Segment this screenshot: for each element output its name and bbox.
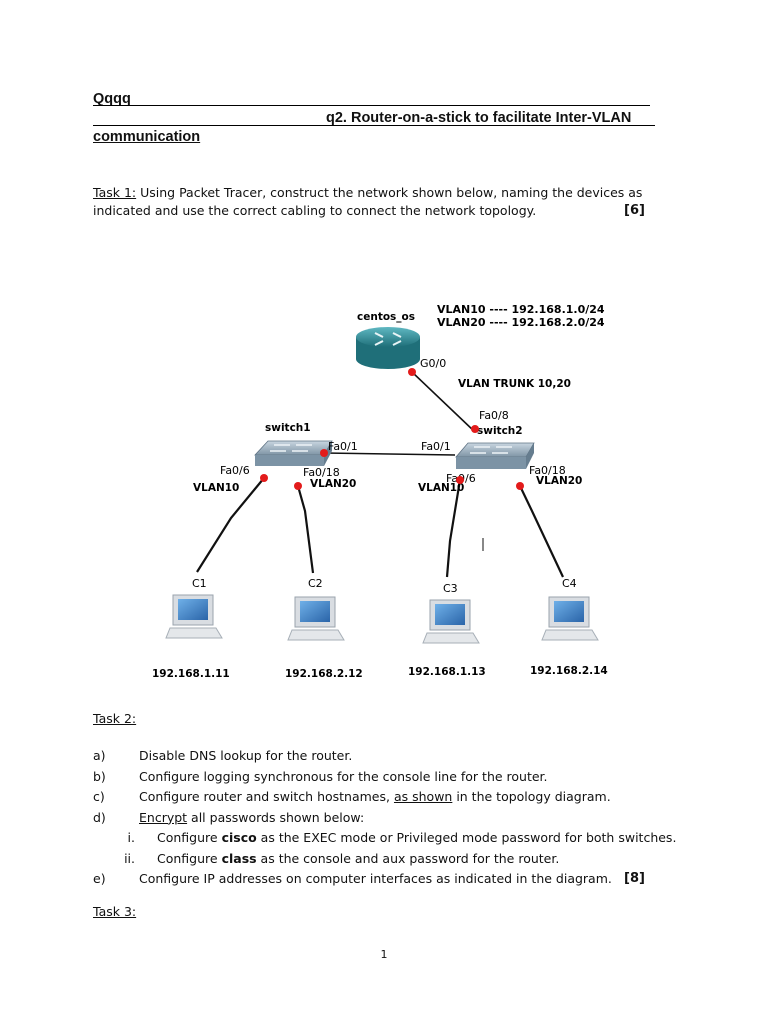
network-topology-diagram: VLAN10 ---- 192.168.1.0/24 VLAN20 ---- 1…: [152, 303, 608, 680]
switch1-vlan-a-label: VLAN10: [193, 482, 239, 494]
port-dots: [260, 368, 524, 490]
link-router-switch2: [411, 371, 476, 433]
text-run: in the topology diagram.: [452, 789, 611, 804]
doc-title-line2: q2. Router-on-a-stick to facilitate Inte…: [326, 110, 632, 126]
task1-marks: [6]: [624, 203, 645, 218]
text-run: Configure router and switch hostnames,: [139, 789, 394, 804]
switch2-trunk-port-label: Fa0/1: [421, 440, 451, 453]
pc-c3-ip: 192.168.1.13: [408, 666, 486, 678]
bold-text: cisco: [221, 830, 257, 845]
port-dot-switch1-trunk: [320, 449, 328, 457]
pc-c1-ip: 192.168.1.11: [152, 668, 230, 680]
pc-c3-name: C3: [443, 582, 458, 595]
text-run: Configure: [157, 830, 222, 845]
port-dot-switch2-a: [456, 476, 464, 484]
vlan-legend-1: VLAN10 ---- 192.168.1.0/24: [437, 303, 605, 316]
task3-label-text: Task 3:: [93, 904, 137, 919]
list-marker: d): [93, 809, 106, 825]
list-item-text: Encrypt all passwords shown below:: [139, 808, 364, 829]
task1-text-line2: indicated and use the correct cabling to…: [93, 203, 537, 218]
switch1-trunk-port-label: Fa0/1: [328, 440, 358, 453]
list-marker: ii.: [124, 850, 135, 866]
switch1-port-a-label: Fa0/6: [220, 464, 250, 477]
title-rule-2: [93, 125, 655, 126]
switch2-port-b-label: Fa0/18: [529, 464, 566, 477]
doc-title-line1: Qqqq: [93, 91, 131, 107]
page-number: 1: [380, 948, 388, 961]
list-item-text: Configure router and switch hostnames, a…: [139, 787, 611, 808]
list-item-text: Configure class as the console and aux p…: [157, 849, 559, 870]
bold-text: class: [221, 850, 257, 866]
text-run: as the console and aux password for the …: [256, 850, 560, 866]
pc-c1: C1: [165, 577, 223, 639]
pc-c2: C2: [287, 577, 345, 641]
pc-c3: C3: [422, 582, 480, 644]
router-port-label: G0/0: [420, 357, 446, 370]
pc-c4: C4: [541, 577, 599, 641]
router-icon: [356, 327, 420, 369]
link-switch1-c1: [196, 477, 265, 573]
underlined-text: as shown: [393, 789, 453, 804]
router-name: centos_os: [357, 311, 415, 323]
port-dot-switch1-a: [260, 474, 268, 482]
list-marker: a): [93, 748, 106, 763]
text-run: as the EXEC mode or Privileged mode pass…: [256, 830, 677, 845]
pc-c1-name: C1: [192, 577, 207, 590]
task1-text-line1: Using Packet Tracer, construct the netwo…: [136, 185, 643, 200]
text-run: all passwords shown below:: [187, 809, 365, 825]
list-marker: c): [93, 789, 105, 804]
switch2-vlan-a-label: VLAN10: [418, 482, 464, 494]
link-switch2-c4: [519, 485, 564, 578]
switch1-port-b-label: Fa0/18: [303, 466, 340, 479]
list-marker: i.: [127, 830, 135, 845]
switch2-port-up-label: Fa0/8: [479, 409, 509, 422]
pc-c4-name: C4: [562, 577, 577, 590]
task2-label: Task 2:: [93, 710, 136, 728]
vlan-legend-2: VLAN20 ---- 192.168.2.0/24: [437, 316, 605, 329]
underlined-text: Encrypt: [139, 809, 188, 825]
port-dot-router: [408, 368, 416, 376]
text-run: Configure: [157, 850, 222, 866]
task3-label: Task 3:: [93, 903, 136, 921]
pc-c2-ip: 192.168.2.12: [285, 668, 363, 680]
task2-label-text: Task 2:: [93, 711, 137, 726]
switch1-vlan-b-label: VLAN20: [310, 478, 356, 490]
list-item-text: Configure cisco as the EXEC mode or Priv…: [157, 828, 676, 849]
switch2-vlan-b-label: VLAN20: [536, 475, 582, 487]
list-item-text: Configure IP addresses on computer inter…: [139, 869, 612, 890]
list-marker: e): [93, 871, 106, 886]
port-dot-switch2-up: [471, 425, 479, 433]
list-item-text: Disable DNS lookup for the router.: [139, 746, 352, 767]
link-switch2-c3: [445, 479, 462, 578]
text-run: Configure IP addresses on computer inter…: [139, 871, 612, 886]
pc-c2-name: C2: [308, 577, 323, 590]
list-item-text: Configure logging synchronous for the co…: [139, 767, 548, 788]
list-marker: b): [93, 768, 106, 784]
task1-label: Task 1:: [93, 185, 137, 200]
link-switch1-c2: [296, 485, 315, 574]
text-run: Disable DNS lookup for the router.: [139, 748, 353, 763]
link-switch1-switch2: [323, 452, 456, 456]
doc-title-line3: communication: [93, 129, 201, 145]
switch1-name: switch1: [265, 422, 311, 434]
text-run: Configure logging synchronous for the co…: [139, 768, 548, 784]
switch2-icon: [455, 442, 535, 469]
pc-c4-ip: 192.168.2.14: [530, 665, 608, 677]
switch2-name: switch2: [477, 425, 523, 437]
port-dot-switch2-b: [516, 482, 524, 490]
task2-marks: [8]: [624, 871, 645, 886]
title-rule-1: [93, 105, 650, 106]
switch1-icon: [254, 440, 333, 466]
port-dot-switch1-b: [294, 482, 302, 490]
trunk-label: VLAN TRUNK 10,20: [458, 378, 571, 390]
task1-paragraph: Task 1: Using Packet Tracer, construct t…: [93, 184, 663, 220]
